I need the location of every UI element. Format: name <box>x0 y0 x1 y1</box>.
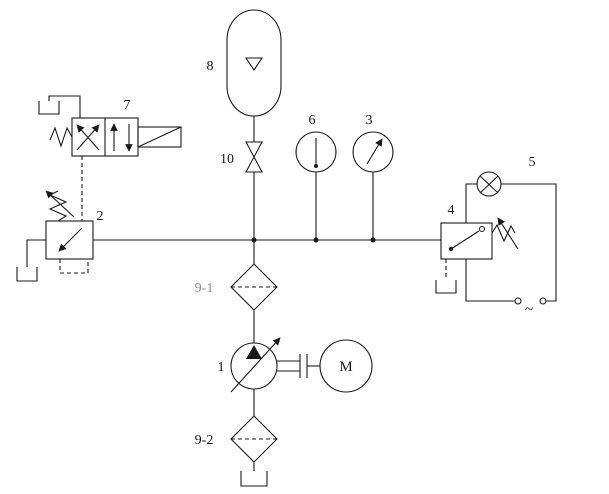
spring-icon <box>491 223 516 243</box>
tank-icon <box>435 280 457 294</box>
gauge-right-symbol <box>352 131 394 240</box>
variable-arrow-icon <box>230 337 281 393</box>
accumulator-gas-triangle-icon <box>244 57 264 71</box>
contact-icon <box>514 297 522 305</box>
contact-icon <box>539 297 547 305</box>
label-filter-inlet: 9-1 <box>195 281 214 296</box>
main-pressure-line <box>93 237 441 243</box>
shaft-coupling-symbol <box>277 354 320 378</box>
solenoid-icon <box>137 126 182 148</box>
flow-triangle-icon <box>246 345 262 359</box>
motor-symbol: M <box>319 339 373 393</box>
pump-symbol <box>230 337 281 393</box>
tank-icon <box>38 101 60 115</box>
directional-valve-symbol <box>38 95 182 221</box>
filter-return-symbol <box>230 389 278 487</box>
spring-icon <box>48 190 68 222</box>
label-pressure-switch: 4 <box>448 203 455 218</box>
ac-source-label: ~ <box>525 302 533 318</box>
shutoff-valve-symbol <box>245 141 263 240</box>
spring-icon <box>49 126 73 148</box>
relief-valve-symbol <box>16 190 94 282</box>
pressure-switch-symbol <box>435 217 519 294</box>
electrical-circuit: ~ <box>465 171 557 318</box>
label-shutoff-valve: 10 <box>220 152 234 167</box>
label-pump: 1 <box>218 360 225 375</box>
gauge-left-symbol <box>295 131 337 240</box>
pilot-line <box>59 259 89 274</box>
label-filter-return: 9-2 <box>195 433 214 448</box>
filter-inlet-symbol <box>230 240 278 343</box>
label-accumulator: 8 <box>207 59 214 74</box>
tank-icon <box>16 267 38 282</box>
adjust-arrow-icon <box>497 217 519 250</box>
label-gauge-right: 3 <box>366 113 373 128</box>
accumulator-symbol <box>226 9 282 142</box>
label-relief-valve: 2 <box>97 209 104 224</box>
label-lamp: 5 <box>529 155 536 170</box>
tank-icon <box>240 471 268 487</box>
label-directional-valve: 7 <box>124 98 131 113</box>
motor-label: M <box>339 359 352 375</box>
label-gauge-left: 6 <box>309 113 316 128</box>
adjust-arrow-icon <box>45 190 75 218</box>
